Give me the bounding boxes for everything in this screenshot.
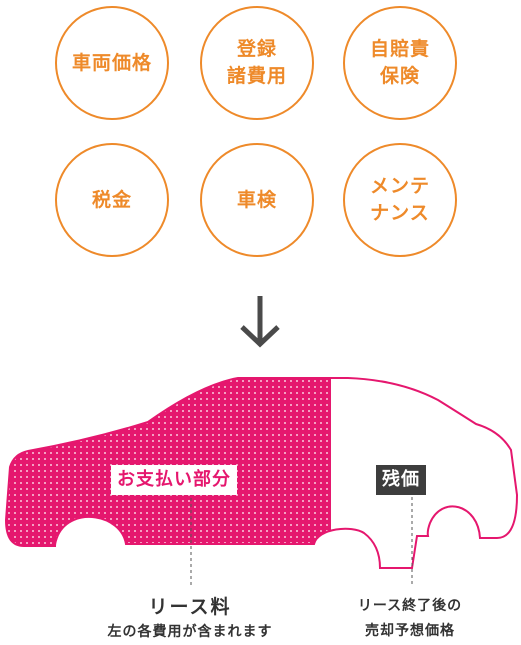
down-arrow-icon bbox=[240, 296, 280, 348]
lease-fee-caption: リース料 bbox=[148, 596, 232, 618]
residual-caption-line2: 売却予想価格 bbox=[365, 623, 455, 639]
cost-item-label: メンテ ナンス bbox=[369, 175, 430, 224]
lease-fee-note: 左の各費用が含まれます bbox=[107, 624, 273, 640]
cost-item-label: 車検 bbox=[236, 188, 277, 211]
residual-value-label: 残価 bbox=[376, 465, 426, 495]
cost-item-taxes: 税金 bbox=[55, 143, 169, 257]
cost-item-label: 車両価格 bbox=[71, 51, 152, 74]
cost-item-label: 自賠責 保険 bbox=[369, 38, 430, 87]
payment-portion-label: お支払い部分 bbox=[111, 465, 237, 495]
cost-item-label: 登録 諸費用 bbox=[226, 38, 287, 87]
cost-item-vehicle-price: 車両価格 bbox=[55, 6, 169, 120]
cost-item-label: 税金 bbox=[91, 188, 132, 211]
cost-item-inspection: 車検 bbox=[200, 143, 314, 257]
car-outline bbox=[4, 377, 519, 569]
cost-item-compulsory-insurance: 自賠責 保険 bbox=[343, 6, 457, 120]
residual-caption-line1: リース終了後の bbox=[357, 598, 463, 614]
cost-item-maintenance: メンテ ナンス bbox=[343, 143, 457, 257]
car-payment-portion bbox=[6, 378, 331, 546]
cost-item-registration-fees: 登録 諸費用 bbox=[200, 6, 314, 120]
